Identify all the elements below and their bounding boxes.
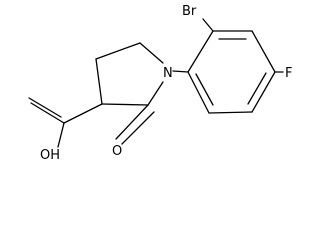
bond-n-ch2 (139, 42, 164, 64)
bond-carbonyl-oxygen-double (121, 111, 155, 145)
bond-ring-inner-c (195, 73, 214, 106)
bond-ring-6 (187, 71, 210, 114)
bond-ring-5 (208, 111, 253, 114)
atom-carbonyl-oxygen: O (112, 144, 122, 159)
atom-bromine: Br (182, 4, 197, 19)
bond-ring-bromine (202, 18, 214, 32)
atom-hydroxyl: OH (40, 148, 60, 163)
bond-ring-3 (251, 30, 276, 73)
atom-fluorine: F (285, 66, 292, 81)
bond-cooh-oh (57, 122, 65, 148)
bond-ring-1 (187, 30, 214, 73)
bond-ch2-ch (95, 58, 103, 105)
bond-ch2-ch2 (95, 42, 141, 60)
structure-canvas: Br F N O OH (28, 4, 293, 163)
bond-cooh-double-o (30, 102, 65, 124)
bond-n-aryl (172, 70, 189, 73)
bond-carbonyl-n (147, 81, 164, 106)
bond-ch-cooh (63, 103, 103, 124)
bond-ring-4 (251, 71, 276, 113)
bond-ring-inner-b (247, 72, 267, 105)
atom-nitrogen: N (163, 66, 173, 81)
molecule-structure: Br F N O OH (28, 4, 292, 163)
bond-cooh-double-o-2 (28, 97, 62, 118)
bond-carbonyl-oxygen (115, 104, 149, 140)
bond-ch-carbonyl (101, 103, 149, 106)
